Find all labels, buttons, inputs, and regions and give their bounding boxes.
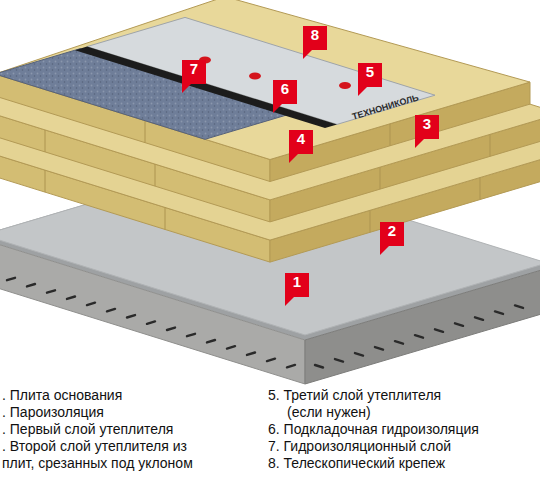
key-entry: . Второй слой утеплителя из плит, срезан…	[2, 438, 217, 472]
callout-number: 3	[415, 115, 439, 139]
rebar-ends	[7, 278, 523, 368]
callout-box	[380, 222, 404, 246]
callout-number: 6	[273, 80, 297, 104]
fastener-head	[249, 73, 261, 80]
fastener-head	[339, 82, 351, 89]
slab-right-face	[305, 266, 540, 384]
callout-number: 7	[182, 60, 206, 84]
insulation-top	[0, 0, 530, 159]
callout-number: 2	[380, 222, 404, 246]
key-entry: . Первый слой утеплителя	[2, 421, 173, 438]
callout-box	[273, 80, 297, 104]
overlap-strip	[75, 47, 337, 128]
key-entry: 8. Телескопический крепеж	[268, 455, 445, 472]
callout-markers	[182, 26, 439, 306]
callout-box	[285, 273, 309, 297]
callout-number: 4	[289, 130, 313, 154]
key-entry: . Плита основания	[2, 387, 122, 404]
key-entry: . Пароизоляция	[2, 404, 104, 421]
callout-number: 1	[285, 273, 309, 297]
callout-pointer	[273, 104, 282, 113]
callout-pointer	[182, 84, 191, 93]
callout-number: 5	[358, 63, 382, 87]
callout-pointer	[303, 50, 312, 59]
callout-pointer	[415, 139, 424, 148]
callout-pointer	[380, 246, 389, 255]
callout-box	[303, 26, 327, 50]
callout-box	[182, 60, 206, 84]
callout-pointer	[358, 87, 367, 96]
callout-number: 8	[303, 26, 327, 50]
key-entry: 6. Подкладочная гидроизоляция	[268, 421, 479, 438]
callout-box	[289, 130, 313, 154]
callout-pointer	[289, 154, 298, 163]
key-entry: 7. Гидроизоляционный слой	[268, 438, 451, 455]
callout-box	[415, 115, 439, 139]
callout-box	[358, 63, 382, 87]
callout-pointer	[285, 297, 294, 306]
cap-sheet	[0, 49, 290, 140]
brand-print: ТЕХНОНИКОЛЬ	[351, 92, 420, 122]
key-entry: 5. Третий слой утеплителя (если нужен)	[268, 387, 467, 421]
